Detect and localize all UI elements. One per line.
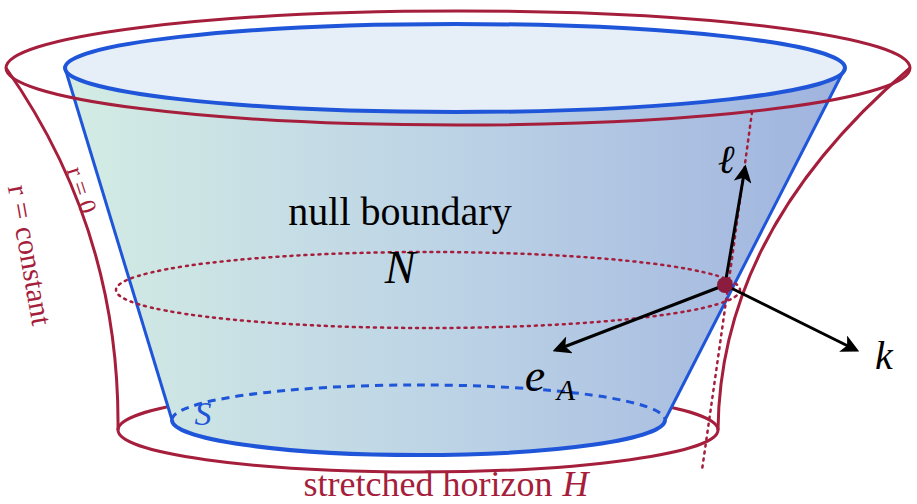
surface-label: null boundary (288, 192, 511, 232)
surface-symbol: N (385, 245, 416, 291)
vector-label: ℓ (718, 140, 735, 180)
surface-label: r = constant (3, 183, 57, 328)
vector-e (556, 285, 725, 350)
vector-l (725, 168, 745, 285)
horizon-side (718, 68, 910, 430)
vector-k (725, 285, 856, 350)
vector-subscript: A (557, 375, 575, 405)
surface-label: r = 0 (63, 164, 101, 217)
vector-label: k (875, 336, 893, 376)
section-back (172, 385, 665, 420)
section-label: S (195, 397, 212, 431)
null-side (665, 68, 845, 420)
null-top-rim (65, 24, 845, 112)
horizon-top-rim (6, 11, 910, 125)
vector-label: e (525, 353, 545, 399)
section-front (172, 420, 665, 455)
point-dot (717, 277, 733, 293)
caption-label: stretched horizon (304, 466, 553, 502)
caption-symbol: H (562, 466, 588, 502)
null-side (65, 68, 172, 420)
